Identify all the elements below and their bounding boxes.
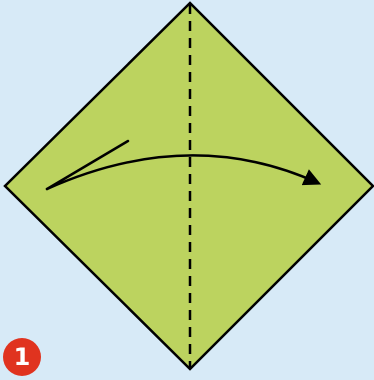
step-number-badge: 1 [3, 338, 41, 376]
step-number: 1 [13, 343, 31, 371]
arrow-tail-mark [45, 139, 130, 191]
paper-square [3, 1, 374, 371]
fold-arrow [45, 154, 322, 191]
